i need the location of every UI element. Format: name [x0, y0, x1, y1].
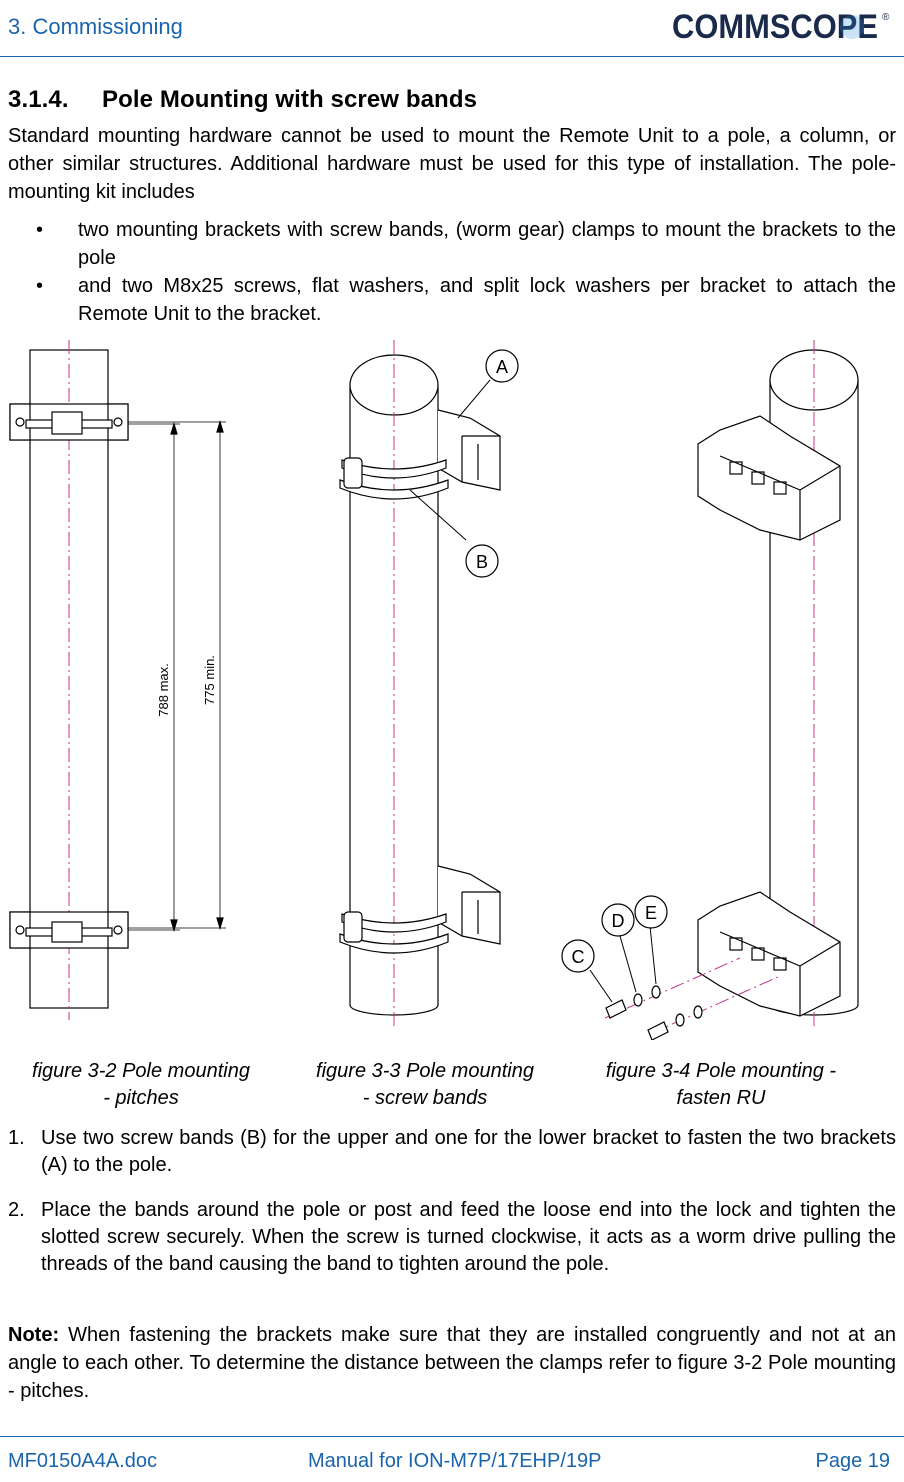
heading-title: Pole Mounting with screw bands [102, 86, 478, 113]
svg-text:COMMSCOPE: COMMSCOPE [672, 8, 878, 46]
caption-pitches: figure 3-2 Pole mounting- pitches [32, 1060, 250, 1109]
caption-screw-bands: figure 3-3 Pole mounting- screw bands [316, 1060, 534, 1109]
footer-doc-name: MF0150A4A.doc [8, 1450, 157, 1472]
page-footer: MF0150A4A.doc Manual for ION-M7P/17EHP/1… [0, 1436, 904, 1482]
footer-rule [0, 1436, 904, 1437]
footer-page-number: Page 19 [815, 1450, 890, 1472]
dimension-min-label: 775 min. [202, 655, 217, 705]
note-paragraph: Note: When fastening the brackets make s… [8, 1321, 896, 1405]
dimension-max-label: 788 max. [156, 663, 171, 716]
figure-fasten-ru [561, 340, 859, 1040]
heading-number: 3.1.4. [8, 86, 69, 113]
section-title: 3. Commissioning [8, 14, 183, 39]
figure-screw-bands [339, 340, 519, 1030]
list-item: •two mounting brackets with screw bands,… [36, 219, 896, 269]
pole-mounting-figures: 788 max. 775 min. A B C D E [9, 340, 859, 1040]
procedure-steps: 1.Use two screw bands (B) for the upper … [8, 1125, 896, 1296]
footer-manual-title: Manual for ION-M7P/17EHP/19P [308, 1450, 602, 1472]
callout-c: C [572, 947, 585, 967]
kit-list: •two mounting brackets with screw bands,… [8, 216, 896, 328]
list-item: 1.Use two screw bands (B) for the upper … [8, 1127, 896, 1176]
callout-d: D [612, 911, 625, 931]
svg-text:®: ® [882, 12, 890, 23]
note-label: Note: [8, 1324, 60, 1346]
section-heading: 3.1.4. Pole Mounting with screw bands [8, 86, 896, 114]
commscope-logo: COMMSCOPE ® [672, 8, 890, 46]
callout-b: B [476, 552, 488, 572]
header-rule [0, 56, 904, 57]
main-content: 3.1.4. Pole Mounting with screw bands Sta… [8, 86, 896, 328]
callout-a: A [496, 357, 508, 377]
list-item: •and two M8x25 screws, flat washers, and… [36, 275, 896, 325]
note-text: When fastening the brackets make sure th… [8, 1324, 897, 1402]
figure-pitches [9, 340, 226, 1020]
figure-captions: figure 3-2 Pole mounting- pitches figure… [0, 1058, 904, 1114]
caption-fasten-ru: figure 3-4 Pole mounting -fasten RU [605, 1060, 837, 1109]
list-item: 2.Place the bands around the pole or pos… [8, 1199, 896, 1275]
intro-paragraph: Standard mounting hardware cannot be use… [8, 125, 896, 203]
page-header: 3. Commissioning COMMSCOPE ® [0, 0, 904, 58]
callout-e: E [645, 903, 657, 923]
